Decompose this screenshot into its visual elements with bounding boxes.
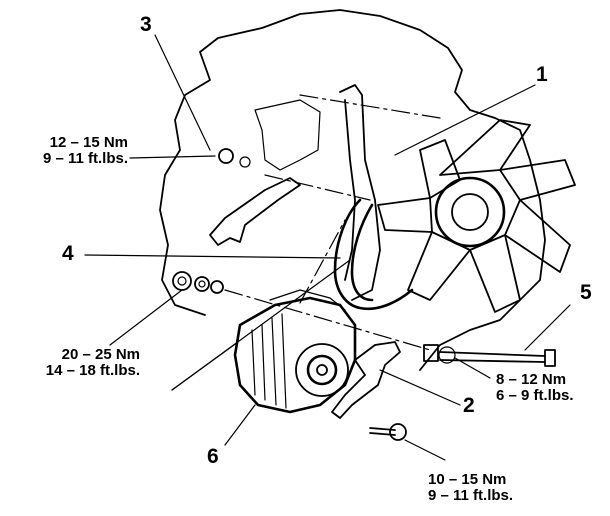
- cooling-fan: [377, 119, 576, 313]
- support-bracket: [331, 341, 401, 419]
- axis-line: [224, 289, 431, 351]
- callout-5: 5: [580, 281, 592, 304]
- torque-2-nm: 10 – 15 Nm: [428, 471, 507, 488]
- leader-12-15: [129, 155, 216, 159]
- bolt-5: [439, 349, 556, 367]
- torque-3-nm: 12 – 15 Nm: [49, 134, 128, 151]
- leader-3: [154, 34, 211, 151]
- leader-6a: [224, 404, 256, 446]
- upper-bracket: [339, 84, 381, 301]
- engine-block-outline: [159, 9, 546, 371]
- torque-6-ftlbs: 14 – 18 ft.lbs.: [45, 361, 140, 379]
- torque-5-ftlbs: 6 – 9 ft.lbs.: [496, 386, 574, 404]
- leader-10-15: [404, 439, 446, 461]
- leader-2: [379, 369, 461, 406]
- axis-line: [299, 219, 346, 304]
- bracket-plate: [254, 99, 321, 171]
- torque-label-3: 12 – 15 Nm 9 – 11 ft.lbs.: [6, 135, 128, 167]
- adjuster-arm: [209, 177, 301, 246]
- torque-label-5: 8 – 12 Nm 6 – 9 ft.lbs.: [496, 372, 574, 404]
- torque-5-nm: 8 – 12 Nm: [496, 371, 567, 388]
- callout-4: 4: [62, 242, 74, 265]
- alternator: [233, 289, 357, 414]
- nut-3: [218, 148, 251, 168]
- bolt-10-15: [369, 423, 407, 441]
- leader-6c: [171, 341, 239, 391]
- callout-6: 6: [207, 445, 219, 468]
- axis-line: [264, 174, 371, 201]
- torque-3-ftlbs: 9 – 11 ft.lbs.: [42, 149, 128, 167]
- torque-6-nm: 20 – 25 Nm: [61, 346, 140, 363]
- torque-label-6: 20 – 25 Nm 14 – 18 ft.lbs.: [12, 347, 140, 379]
- callout-2: 2: [463, 394, 475, 417]
- leader-8-12: [454, 357, 491, 379]
- callout-3: 3: [140, 13, 152, 36]
- washers: [172, 271, 224, 294]
- callout-1: 1: [536, 63, 548, 86]
- leader-20-25: [109, 289, 183, 346]
- bolt-8-12: [423, 344, 456, 364]
- torque-label-2: 10 – 15 Nm 9 – 11 ft.lbs.: [428, 472, 513, 504]
- leader-1: [394, 84, 536, 156]
- leader-4: [84, 254, 341, 259]
- axis-line: [299, 94, 441, 119]
- leader-5: [524, 304, 571, 351]
- drive-belt: [333, 198, 414, 311]
- torque-2-ftlbs: 9 – 11 ft.lbs.: [428, 486, 514, 504]
